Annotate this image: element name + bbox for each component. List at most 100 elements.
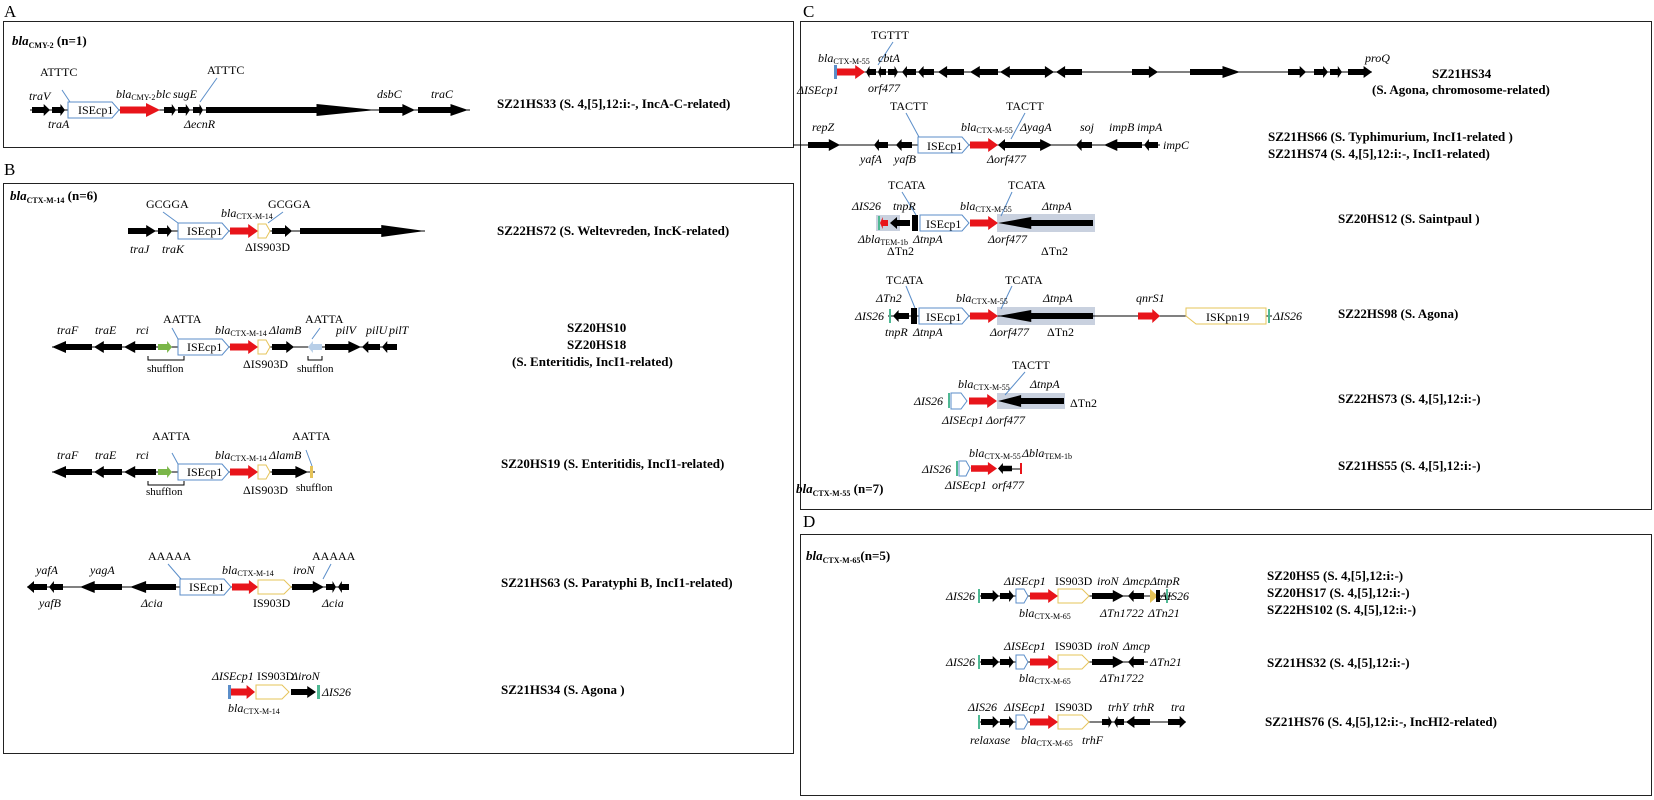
gene-lamb: ΔlamB <box>268 323 302 337</box>
gene-iron: iroN <box>293 563 316 577</box>
gene-tnpa: ΔtnpA <box>1041 199 1072 213</box>
strain-label: SZ20HS17 (S. 4,[5],12:i:-) <box>1267 585 1410 600</box>
label-isecp1: ΔISEcp1 <box>1003 574 1046 588</box>
gene-iron: iroN <box>1097 574 1120 588</box>
target-site-left: AAAAA <box>148 549 192 563</box>
is26-label: ΔIS26 <box>854 309 884 323</box>
tn2-label: ΔTn2 <box>1047 325 1074 339</box>
isecp1-label: ISEcp1 <box>78 103 113 117</box>
panel-c: blaCTX-M-55 (n=7) TGTTT blaCTX-M-55 <box>793 28 1550 498</box>
tn21-label: ΔTn21 <box>1149 655 1182 669</box>
panel-c-header: blaCTX-M-55 (n=7) <box>796 481 883 498</box>
is903d-label: IS903D <box>253 596 291 610</box>
bla-ctx-m-14-label: blaCTX-M-14 <box>215 323 267 338</box>
strain-label: SZ22HS98 (S. Agona) <box>1338 306 1458 321</box>
strain-label: SZ22HS72 (S. Weltevreden, IncK-related) <box>497 223 729 238</box>
gene-qnrs1: qnrS1 <box>1136 291 1165 305</box>
target-site-left: TCATA <box>888 178 926 192</box>
gene-tnpa: ΔtnpA <box>912 325 943 339</box>
gene-trhr: trhR <box>1133 700 1155 714</box>
gene-trhy: trhY <box>1108 700 1130 714</box>
label-isecp1: ΔISEcp1 <box>796 83 839 97</box>
gene-mcp: Δmcp <box>1122 639 1150 653</box>
bla-ctx-m-55-label: blaCTX-M-55 <box>818 51 870 66</box>
label-isecp1: ΔISEcp1 <box>1003 639 1046 653</box>
is903d-label: ΔIS903D <box>243 483 288 497</box>
isecp1-label: ISEcp1 <box>189 580 224 594</box>
is903d-label: IS903D <box>1055 574 1093 588</box>
is903d-label: ΔIS903D <box>243 357 288 371</box>
row-sz21hs34-b: ΔISEcp1 IS903D ΔiroN ΔIS26 blaCTX-M-14 <box>211 669 351 716</box>
panel-c-letter: C <box>803 2 815 21</box>
row-sz21hs76: ΔIS26 ΔISEcp1 IS903D trhY trhR tra relax… <box>967 700 1186 748</box>
gene-tnpr: ΔtnpR <box>1149 574 1180 588</box>
panel-a: blaCMY-2 (n=1) ATTTC ATTTC traV blaCMY-2… <box>12 33 730 131</box>
target-site-right: GCGGA <box>268 197 311 211</box>
gene-yaga: yagA <box>89 563 115 577</box>
target-site: TACTT <box>1012 358 1050 372</box>
target-site-left: TCATA <box>886 273 924 287</box>
strain-label: SZ20HS10 <box>567 320 626 335</box>
gene-trae: traE <box>95 448 117 462</box>
target-site-right: TCATA <box>1008 178 1046 192</box>
isecp1-label: ISEcp1 <box>187 340 222 354</box>
panel-a-letter: A <box>4 2 17 21</box>
bla-ctx-m-55-label: blaCTX-M-55 <box>958 377 1010 392</box>
row-sz20hs10-sz20hs18: AATTA AATTA traF traE rci blaCTX-M-14 Δl… <box>52 312 410 375</box>
gene-impc: impC <box>1163 138 1190 152</box>
is903d-label: ΔIS903D <box>245 240 290 254</box>
gene-tnpa: ΔtnpA <box>912 232 943 246</box>
tn2-label: ΔTn2 <box>887 244 914 258</box>
gene-lamb: ΔlamB <box>268 448 302 462</box>
gene-mcp: Δmcp <box>1122 574 1150 588</box>
gene-dsbc: dsbC <box>377 87 403 101</box>
bla-ctx-m-14-label: blaCTX-M-14 <box>222 563 274 578</box>
target-site-right: AATTA <box>305 312 344 326</box>
isecp1-element <box>67 101 120 119</box>
target-site-left: AATTA <box>152 429 191 443</box>
gene-trhf: trhF <box>1082 733 1104 747</box>
strain-label: SZ20HS5 (S. 4,[5],12:i:-) <box>1267 568 1403 583</box>
is903d-label: IS903D <box>257 669 295 683</box>
gene-pilv: pilV <box>335 323 358 337</box>
strain-label: (S. Enteritidis, IncI1-related) <box>512 354 673 369</box>
panel-b-box <box>3 183 794 754</box>
gene-orf477: Δorf477 <box>989 325 1030 339</box>
row-sz22hs72: GCGGA GCGGA blaCTX-M-14 ISEcp1 traJ traK… <box>128 197 425 256</box>
strain-label: (S. Agona, chromosome-related) <box>1372 82 1550 97</box>
gene-impb: impB <box>1109 120 1135 134</box>
gene-rci: rci <box>136 448 149 462</box>
gene-ecnr: ΔecnR <box>183 117 216 131</box>
gene-traa: traA <box>48 117 70 131</box>
panel-a-header: blaCMY-2 (n=1) <box>12 33 87 50</box>
strain-label: SZ22HS102 (S. 4,[5],12:i:-) <box>1267 602 1416 617</box>
panel-b-header: blaCTX-M-14 (n=6) <box>10 188 97 205</box>
strain-label: SZ21HS74 (S. 4,[5],12:i:-, IncI1-related… <box>1268 146 1490 161</box>
gene-cbta: cbtA <box>878 51 901 65</box>
gene-yafb: yafB <box>893 152 917 166</box>
isecp1-label: ISEcp1 <box>926 310 961 324</box>
gene-yafa: yafA <box>35 563 59 577</box>
panel-b: blaCTX-M-14 (n=6) GCGGA GCGGA blaCTX-M-1… <box>10 188 733 716</box>
is26-label: ΔIS26 <box>945 589 975 603</box>
target-site-right: ATTTC <box>207 63 244 77</box>
label-isecp1: ΔISEcp1 <box>1003 700 1046 714</box>
shufflon-label: shufflon <box>297 363 334 375</box>
gene-impa: impA <box>1137 120 1163 134</box>
strain-label: SZ21HS66 (S. Typhimurium, IncI1-related … <box>1268 129 1513 144</box>
gene-yafa: yafA <box>859 152 883 166</box>
shufflon-label: shufflon <box>147 363 184 375</box>
gene-trac: traC <box>431 87 454 101</box>
shufflon-label: shufflon <box>296 482 333 494</box>
bla-ctx-m-14-label: blaCTX-M-14 <box>215 448 267 463</box>
gene-cia: Δcia <box>140 596 163 610</box>
is26-label: ΔIS26 <box>851 199 881 213</box>
bla-ctx-m-14-label: blaCTX-M-14 <box>228 701 280 716</box>
row-sz21hs63: AAAAA AAAAA yafA yagA blaCTX-M-14 iroN I… <box>27 549 356 610</box>
strain-label: SZ21HS33 (S. 4,[5],12:i:-, IncA-C-relate… <box>497 96 730 111</box>
is26-label: ΔIS26 <box>967 700 997 714</box>
gene-orf477: orf477 <box>992 478 1025 492</box>
gene-relaxase: relaxase <box>970 733 1011 747</box>
bla-ctx-m-55-label: blaCTX-M-55 <box>956 291 1008 306</box>
